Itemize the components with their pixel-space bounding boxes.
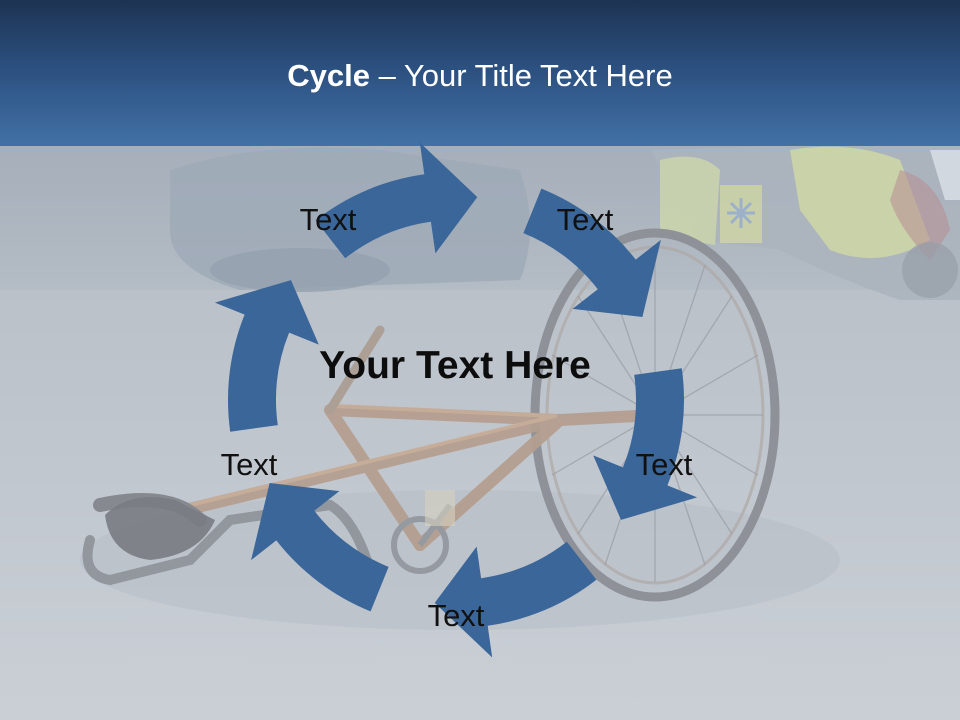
- cycle-arrow: [214, 280, 319, 432]
- center-text: Your Text Here: [319, 344, 591, 387]
- cycle-step-label: Text: [427, 598, 485, 633]
- cycle-arrow: [251, 483, 389, 612]
- slide-title: Cycle – Your Title Text Here: [0, 56, 960, 96]
- title-bar: [0, 0, 960, 146]
- slide-title-bold: Cycle: [287, 58, 370, 93]
- cycle-step-label: Text: [556, 202, 614, 237]
- cycle-step-label: Text: [220, 447, 278, 482]
- cycle-step-label: Text: [299, 202, 357, 237]
- cycle-arrow: [315, 142, 478, 259]
- cycle-step-label: Text: [635, 447, 693, 482]
- cycle-arrow: [523, 188, 661, 317]
- slide-title-rest: – Your Title Text Here: [370, 58, 673, 93]
- cycle-arrow: [434, 541, 597, 658]
- cycle-arrow: [593, 368, 698, 520]
